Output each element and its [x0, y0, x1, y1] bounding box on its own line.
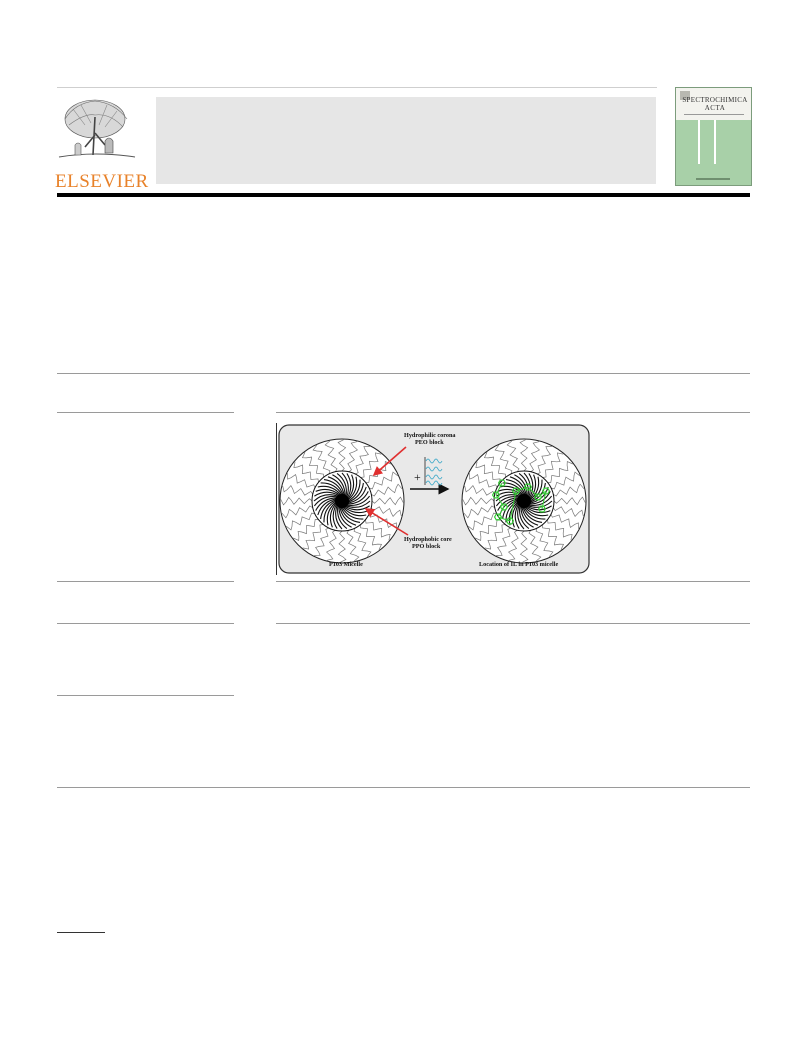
micelle-right [461, 438, 587, 564]
graphical-abstract-figure: + Hydrophilic corona PEO block Hydrophob… [276, 423, 590, 575]
journal-cover: SPECTROCHIMICA ACTA [675, 87, 752, 186]
ionic-liquid-icon [424, 457, 443, 486]
article-info-rule [57, 373, 750, 374]
right-column-rule-2 [276, 581, 750, 582]
right-column-rule-3 [276, 623, 750, 624]
caption-left: P103 Micelle [329, 561, 363, 568]
label-corona: Hydrophilic corona [404, 432, 456, 439]
micelle-left [279, 438, 405, 564]
core-pointer-arrow [364, 508, 409, 536]
graphical-abstract: + Hydrophilic corona PEO block Hydrophob… [276, 423, 594, 575]
journal-banner [156, 97, 656, 184]
elsevier-tree-icon [55, 95, 137, 165]
elsevier-wordmark: ELSEVIER [55, 171, 149, 192]
body-rule [57, 787, 750, 788]
cover-title-line1: SPECTROCHIMICA [682, 96, 748, 104]
cover-emblem-icon [680, 91, 690, 100]
elsevier-logo: ELSEVIER [55, 95, 148, 192]
header-rule [57, 193, 750, 197]
caption-right: Location of IL in P103 micelle [479, 561, 558, 568]
left-column-rule-1 [57, 412, 234, 413]
left-column-rule-2 [57, 581, 234, 582]
label-ppo: PPO block [412, 543, 441, 550]
left-column-rule-3 [57, 623, 234, 624]
footnote-rule [57, 932, 105, 933]
plus-sign: + [414, 470, 421, 484]
cover-title-line2: ACTA [704, 104, 726, 112]
label-core: Hydrophobic core [404, 536, 452, 543]
corona-pointer-arrow [372, 446, 407, 477]
label-peo: PEO block [415, 439, 444, 446]
right-column-rule-1 [276, 412, 750, 413]
left-column-rule-4 [57, 695, 234, 696]
top-rule [57, 87, 657, 88]
